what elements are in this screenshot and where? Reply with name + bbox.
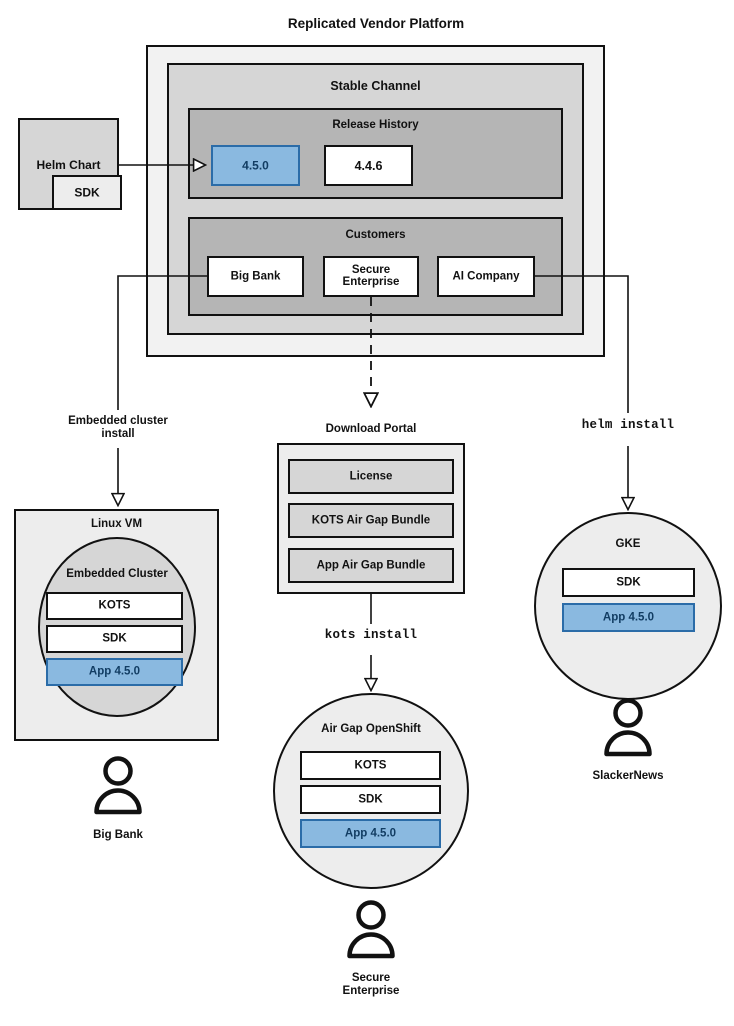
customers-title: Customers: [345, 229, 406, 241]
release-box-4-5-0[interactable]: 4.5.0: [211, 145, 300, 186]
release-history-title: Release History: [332, 119, 419, 131]
embedded-cluster-title: Embedded Cluster: [66, 568, 168, 580]
release-version-label: 4.4.6: [354, 158, 383, 173]
artifact-kots-air-gap-bundle[interactable]: KOTS Air Gap Bundle: [288, 503, 454, 538]
artifact-label: License: [349, 470, 393, 483]
customer-label: Big Bank: [230, 270, 281, 283]
user-label-secure-enterprise: Secure Enterprise: [342, 972, 400, 998]
component-label: SDK: [616, 576, 641, 589]
component-label: App 4.5.0: [344, 827, 397, 840]
artifact-label: App Air Gap Bundle: [316, 559, 426, 572]
user-label-slackernews: SlackerNews: [592, 770, 664, 782]
download-portal-title: Download Portal: [325, 423, 417, 435]
openshift-component-sdk[interactable]: SDK: [300, 785, 441, 814]
user-avatar-big-bank: [94, 756, 142, 815]
user-label-big-bank: Big Bank: [93, 829, 143, 841]
helm-chart-label: Helm Chart: [36, 158, 101, 172]
gke-component-sdk[interactable]: SDK: [562, 568, 695, 597]
component-label: KOTS: [354, 759, 387, 772]
linux-vm-component-kots[interactable]: KOTS: [46, 592, 183, 620]
component-label: KOTS: [98, 599, 131, 612]
stable-channel-title: Stable Channel: [330, 79, 421, 93]
component-label: SDK: [102, 632, 127, 645]
air-gap-openshift-title: Air Gap OpenShift: [321, 723, 421, 735]
gke-title: GKE: [615, 538, 641, 550]
component-label: App 4.5.0: [602, 611, 655, 624]
release-box-4-4-6[interactable]: 4.4.6: [324, 145, 413, 186]
gke-component-app[interactable]: App 4.5.0: [562, 603, 695, 632]
artifact-license[interactable]: License: [288, 459, 454, 494]
release-version-label: 4.5.0: [242, 157, 269, 172]
connector-label-embedded-cluster-install: Embedded cluster install: [68, 415, 168, 441]
helm-chart-sdk-box[interactable]: SDK: [52, 175, 122, 210]
component-label: SDK: [358, 793, 383, 806]
connector-label-kots-install: kots install: [324, 628, 418, 642]
page-title: Replicated Vendor Platform: [287, 16, 465, 31]
customer-big-bank[interactable]: Big Bank: [207, 256, 304, 297]
customer-label: Secure Enterprise: [342, 263, 400, 289]
connector-label-helm-install: helm install: [581, 418, 675, 432]
openshift-component-app[interactable]: App 4.5.0: [300, 819, 441, 848]
customer-ai-company[interactable]: AI Company: [437, 256, 535, 297]
customer-label: AI Company: [452, 270, 520, 283]
user-avatar-slackernews: [604, 698, 652, 757]
component-label: App 4.5.0: [88, 665, 141, 678]
linux-vm-component-sdk[interactable]: SDK: [46, 625, 183, 653]
user-avatar-secure-enterprise: [347, 900, 395, 959]
openshift-component-kots[interactable]: KOTS: [300, 751, 441, 780]
sdk-label: SDK: [74, 184, 100, 199]
artifact-app-air-gap-bundle[interactable]: App Air Gap Bundle: [288, 548, 454, 583]
customer-secure-enterprise[interactable]: Secure Enterprise: [323, 256, 419, 297]
artifact-label: KOTS Air Gap Bundle: [311, 514, 431, 527]
linux-vm-title: Linux VM: [90, 518, 143, 530]
linux-vm-component-app[interactable]: App 4.5.0: [46, 658, 183, 686]
